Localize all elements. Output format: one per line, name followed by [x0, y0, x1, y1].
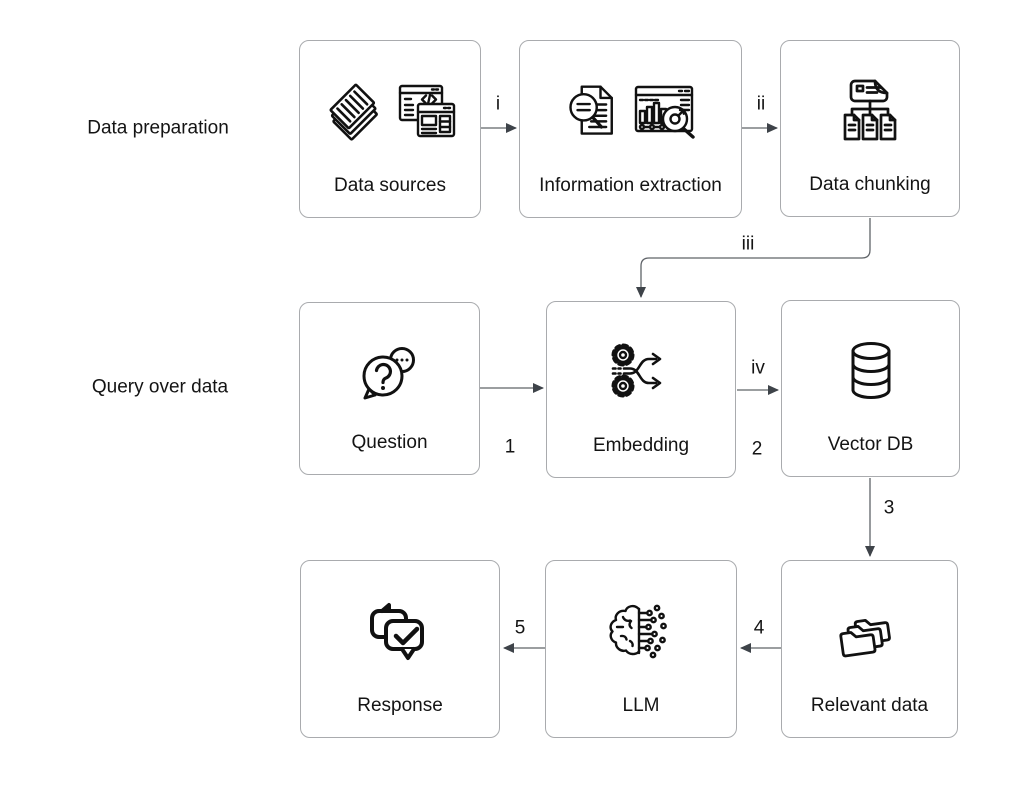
node-label-vector-db: Vector DB: [827, 434, 914, 455]
node-label-question: Question: [351, 432, 428, 453]
edge-label-iii: iii: [741, 233, 755, 255]
edge-label-2: 2: [751, 438, 763, 460]
node-response: Response: [300, 560, 500, 738]
node-embedding: Embedding: [546, 301, 736, 478]
row-label-data-preparation: Data preparation: [87, 117, 229, 139]
data-chunking-icons: [833, 41, 907, 175]
node-label-embedding: Embedding: [592, 435, 690, 456]
stacked-folders-icon: [838, 618, 891, 657]
llm-icons: [603, 561, 679, 696]
node-label-data-sources: Data sources: [334, 175, 446, 196]
relevant-data-icons: [834, 561, 906, 696]
node-label-relevant-data: Relevant data: [810, 695, 929, 716]
question-bubbles-icon: [362, 347, 415, 400]
edge-label-iv: iv: [751, 357, 765, 379]
chart-magnifier-icon: [634, 85, 695, 139]
embedding-icons: [605, 302, 677, 436]
database-icon: [851, 342, 890, 399]
edge-label-5: 5: [514, 617, 526, 639]
question-icons: [357, 303, 423, 433]
edge-label-i: i: [495, 93, 501, 115]
node-label-response: Response: [357, 695, 443, 716]
node-label-llm: LLM: [622, 695, 660, 716]
information-extraction-icons: [563, 41, 699, 176]
node-label-data-chunking: Data chunking: [809, 174, 931, 195]
node-vector-db: Vector DB: [781, 300, 960, 477]
node-data-sources: Data sources: [299, 40, 481, 218]
document-split-icon: [843, 79, 897, 141]
edge-label-ii: ii: [756, 93, 766, 115]
chat-check-icon: [370, 602, 424, 660]
response-icons: [362, 561, 438, 696]
node-information-extraction: Information extraction: [519, 40, 742, 218]
stacked-papers-icon: [329, 83, 378, 141]
edge-label-3: 3: [883, 497, 895, 519]
node-question: Question: [299, 302, 480, 475]
edge-label-1: 1: [504, 436, 516, 458]
node-relevant-data: Relevant data: [781, 560, 958, 738]
vector-db-icons: [840, 301, 902, 435]
node-label-information-extraction: Information extraction: [539, 175, 722, 196]
row-label-query-over-data: Query over data: [91, 376, 229, 398]
edge-chunking-to-embedding: [636, 218, 871, 298]
node-data-chunking: Data chunking: [780, 40, 960, 217]
web-pages-icon: [398, 84, 456, 137]
edge-label-4: 4: [753, 617, 765, 639]
data-sources-icons: [320, 41, 460, 176]
brain-circuit-icon: [609, 604, 667, 658]
gears-shuffle-icon: [611, 343, 662, 398]
node-llm: LLM: [545, 560, 737, 738]
document-search-icon: [568, 84, 613, 135]
